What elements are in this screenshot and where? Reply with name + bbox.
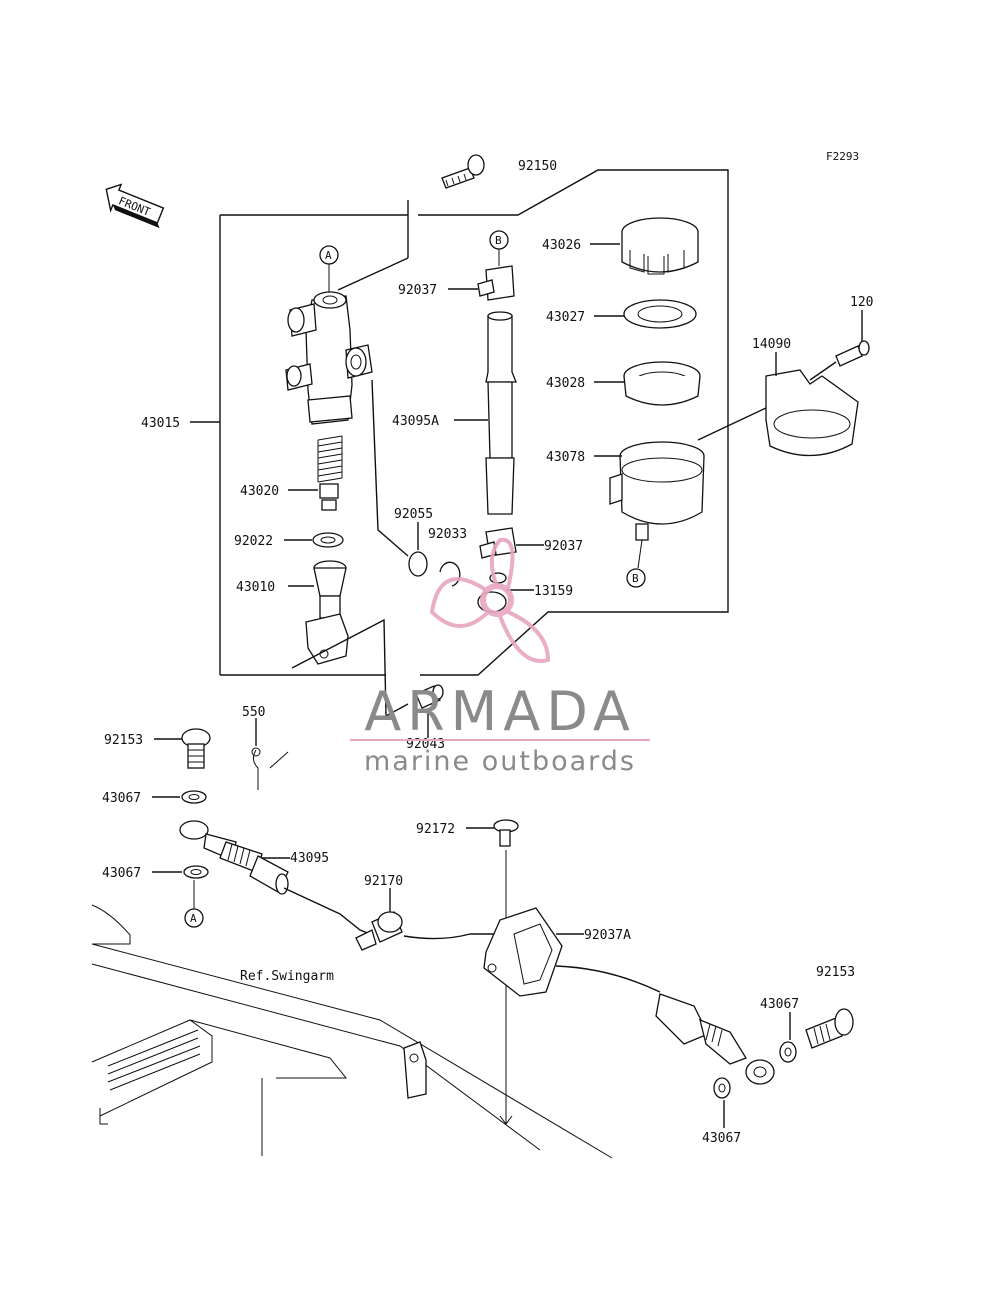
label-92150: 92150 [518,159,557,174]
svg-text:A: A [190,912,197,925]
clamp-92170 [355,911,403,951]
holder-92037A [483,907,563,997]
clamp-92037-top: B [477,230,515,301]
hose-line-3 [555,965,661,993]
label-92055: 92055 [394,507,433,522]
reference-swingarm: Ref.Swingarm [240,969,334,984]
washer-43067-c [779,1041,797,1063]
plate-43027 [623,299,697,329]
leader-b-bottom [637,539,643,569]
leader-92043-line [291,618,409,718]
callout-a-top: A [319,245,339,296]
label-43026: 43026 [542,238,581,253]
watermark-logo-icon [429,537,551,664]
bolt-92150 [441,154,485,189]
label-43067-d: 43067 [702,1131,741,1146]
washer-43067-a [181,790,207,804]
o-ring-92055 [408,551,428,577]
brake-hose-right [655,993,775,1085]
label-13159: 13159 [534,584,573,599]
leader-14090-line [697,407,767,441]
master-cylinder-body [285,291,373,425]
brake-hose-43095 [179,820,289,895]
label-43028: 43028 [546,376,585,391]
callout-b-bottom: B [626,568,646,588]
label-550: 550 [242,705,265,720]
label-92037-mid: 92037 [544,539,583,554]
reservoir-cap-43026 [621,217,699,275]
svg-text:B: B [495,234,502,247]
banjo-bolt-92153-left [181,728,211,769]
label-43078: 43078 [546,450,585,465]
callout-a-lower: A [184,908,204,928]
label-43095A: 43095A [392,414,439,429]
hose-43095A [485,311,517,515]
screw-120 [835,340,870,367]
piston-rod-43010 [305,560,349,665]
hose-line [283,887,371,935]
front-arrow-icon: FRONT [105,183,165,229]
label-92022: 92022 [234,534,273,549]
svg-text:A: A [325,249,332,262]
label-43010: 43010 [236,580,275,595]
pin-92043 [415,684,444,709]
label-92037-top: 92037 [398,283,437,298]
label-92153-left: 92153 [104,733,143,748]
label-92033: 92033 [428,527,467,542]
label-92170: 92170 [364,874,403,889]
label-43067-c: 43067 [760,997,799,1012]
label-43095: 43095 [290,851,329,866]
spring-43020 [317,435,343,511]
bracket-14090 [765,369,859,457]
label-43067-b: 43067 [102,866,141,881]
label-92172: 92172 [416,822,455,837]
svg-text:B: B [632,572,639,585]
watermark-title: ARMADA [364,680,636,743]
label-92037A: 92037A [584,928,631,943]
cotter-pin-550 [251,747,289,790]
label-92153-right: 92153 [816,965,855,980]
hose-line-2 [403,933,496,940]
label-43027: 43027 [546,310,585,325]
watermark-subtitle: marine outboards [364,746,636,777]
label-43015: 43015 [141,416,180,431]
figure-code: F2293 [826,150,859,163]
screw-92172 [493,819,519,847]
label-43067-a: 43067 [102,791,141,806]
leader-120b [809,361,837,381]
leader-92055-line [371,379,409,557]
assembly-bracket [219,169,729,676]
label-43020: 43020 [240,484,279,499]
reservoir-43078 [609,441,705,541]
banjo-bolt-92153-right [805,1008,854,1049]
label-120: 120 [850,295,873,310]
diaphragm-43028 [623,361,701,406]
washer-43067-b [183,865,209,879]
leader-92150b [337,257,409,291]
swingarm-reference [91,904,613,1159]
label-14090: 14090 [752,337,791,352]
washer-43067-d [713,1077,731,1099]
washer-92022 [312,532,344,548]
